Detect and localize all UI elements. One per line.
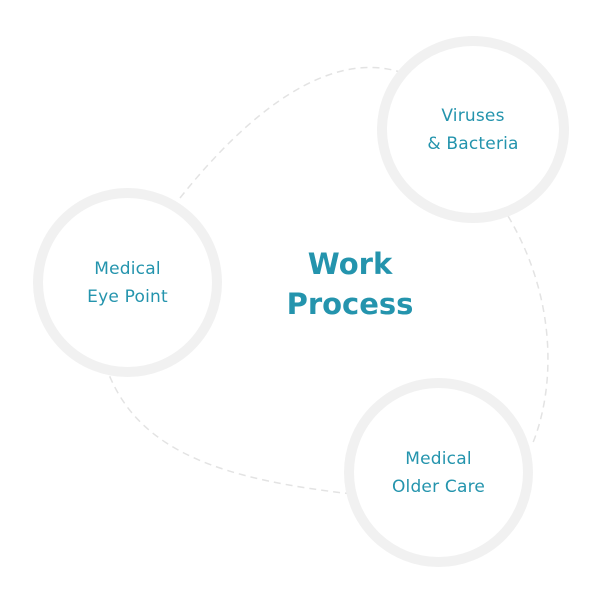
node-medical-eye-point: Medical Eye Point (33, 188, 222, 377)
node-label: Medical Eye Point (87, 255, 168, 311)
node-label-line-1: Medical (94, 258, 161, 279)
node-label: Viruses & Bacteria (427, 102, 518, 158)
connector-older-to-eye (107, 371, 353, 495)
diagram-title: Work Process (250, 244, 450, 324)
node-label-line-2: Eye Point (87, 286, 168, 307)
node-label-line-2: & Bacteria (427, 133, 519, 154)
node-label-line-1: Viruses (441, 105, 505, 126)
node-label-line-1: Medical (405, 448, 472, 469)
title-line-1: Work (307, 247, 393, 281)
node-viruses-bacteria: Viruses & Bacteria (377, 36, 569, 223)
connector-virus-to-older (507, 215, 549, 446)
node-label: Medical Older Care (392, 445, 485, 501)
node-label-line-2: Older Care (391, 476, 486, 497)
connector-eye-to-virus (179, 66, 401, 199)
title-line-2: Process (286, 287, 414, 321)
node-medical-older-care: Medical Older Care (344, 378, 533, 567)
